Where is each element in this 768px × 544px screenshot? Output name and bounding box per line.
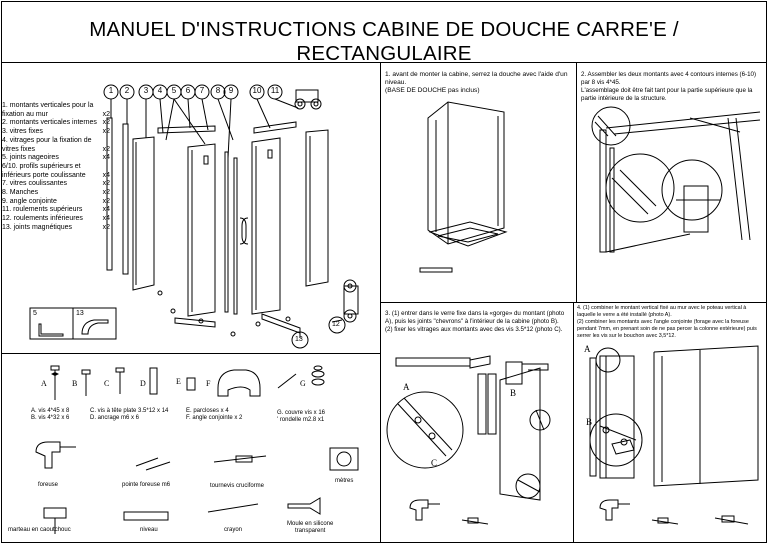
step-divider-bottom bbox=[573, 302, 574, 542]
part-quantity: x4 bbox=[102, 171, 110, 179]
part-number-label: 7 bbox=[199, 86, 205, 95]
part-quantity: x4 bbox=[102, 154, 110, 162]
mid-divider-left bbox=[1, 353, 381, 354]
part-label: 13. joints magnétiques bbox=[2, 223, 73, 231]
part-number-label: 6 bbox=[185, 86, 191, 95]
part-quantity: x2 bbox=[102, 197, 110, 205]
part-quantity: x2 bbox=[102, 145, 110, 153]
hardware-cd-label: C. vis à tête plate 3.5*12 x 14 D. ancra… bbox=[90, 408, 169, 421]
part-quantity: x2 bbox=[102, 128, 110, 136]
callout-12: 12 bbox=[332, 321, 340, 328]
part-quantity: x2 bbox=[102, 110, 110, 118]
title-divider bbox=[1, 62, 766, 63]
part-quantity: x2 bbox=[102, 223, 110, 231]
part-label: 9. angle conjointe bbox=[2, 197, 57, 205]
part-label: 6/10. profils supérieurs et inférieurs p… bbox=[2, 162, 86, 179]
part-quantity: x2 bbox=[102, 189, 110, 197]
part-number-label: 8 bbox=[215, 86, 221, 95]
page-title: MANUEL D'INSTRUCTIONS CABINE DE DOUCHE C… bbox=[89, 18, 679, 65]
parts-list-item: 4. vitrages pour la fixation de vitres f… bbox=[2, 137, 110, 154]
tool-tournevis: tournevis cruciforme bbox=[210, 483, 265, 489]
parts-list-item: 6/10. profils supérieurs et inférieurs p… bbox=[2, 163, 110, 180]
part-label: 2. montants verticales internes bbox=[2, 119, 97, 127]
detail-label-5: 5 bbox=[33, 310, 37, 317]
part-number-label: 3 bbox=[143, 86, 149, 95]
part-number-label: 10 bbox=[252, 86, 262, 95]
step-4-photo-a: A bbox=[584, 344, 591, 354]
parts-list-item: 9. angle conjointe x2 bbox=[2, 198, 110, 207]
part-quantity: x4 bbox=[102, 215, 110, 223]
tool-foreuse: foreuse bbox=[38, 482, 59, 488]
hardware-g-label: G. couvre vis x 16 ' rondelle m2.8 x1 bbox=[277, 410, 326, 423]
tool-pointe-foreuse: pointe foreuse m6 bbox=[122, 482, 171, 488]
callout-13: 13 bbox=[295, 336, 303, 343]
step-4-photo-b: B bbox=[586, 417, 593, 427]
part-quantity: x2 bbox=[102, 119, 110, 127]
step-3-photo-b: B bbox=[510, 388, 517, 398]
part-label: 12. roulements inférieures bbox=[2, 215, 83, 223]
hardware-letter: B bbox=[72, 379, 78, 388]
tool-niveau: niveau bbox=[140, 527, 158, 533]
step-1-text: 1. avant de monter la cabine, serrez la … bbox=[385, 71, 568, 94]
step-3-text: 3. (1) entrer dans le verre fixe dans la… bbox=[385, 310, 565, 333]
step-divider-top bbox=[576, 62, 577, 302]
parts-list-item: 2. montants verticales internes x2 bbox=[2, 119, 110, 128]
step-3-photo-a: A bbox=[403, 382, 410, 392]
step-2-text: 2. Assembler les deux montants avec 4 co… bbox=[581, 71, 757, 102]
hardware-ef-label: E. parcloses x 4 F. angle conjointe x 2 bbox=[186, 408, 243, 421]
part-number-label: 9 bbox=[228, 86, 234, 95]
part-number-label: 2 bbox=[124, 86, 130, 95]
parts-list: 1. montants verticales pour la fixation … bbox=[2, 102, 110, 233]
part-label: 4. vitrages pour la fixation de vitres f… bbox=[2, 136, 92, 153]
part-quantity: x4 bbox=[102, 206, 110, 214]
tool-metres: mètres bbox=[335, 478, 354, 484]
parts-list-item: 1. montants verticales pour la fixation … bbox=[2, 102, 110, 119]
parts-list-item: 5. joints nageoires x4 bbox=[2, 154, 110, 163]
part-label: 7. vitres coulissantes bbox=[2, 180, 67, 188]
hardware-letter: A bbox=[41, 379, 47, 388]
part-number-label: 5 bbox=[171, 86, 177, 95]
tool-crayon: crayon bbox=[224, 527, 243, 533]
parts-list-item: 8. Manches x2 bbox=[2, 189, 110, 198]
part-label: 11. roulements supérieurs bbox=[2, 206, 83, 214]
part-label: 5. joints nageoires bbox=[2, 154, 59, 162]
part-number-label: 4 bbox=[157, 86, 163, 95]
tool-silicone: Moule en silicone transparent bbox=[287, 521, 334, 534]
hardware-letter: G bbox=[300, 379, 306, 388]
parts-list-item: 12. roulements inférieures x4 bbox=[2, 215, 110, 224]
detail-label-13: 13 bbox=[76, 310, 84, 317]
hardware-ab-label: A. vis 4*45 x 8 B. vis 4*32 x 6 bbox=[31, 408, 70, 421]
step-3-photo-c: C bbox=[431, 458, 438, 468]
part-number-label: 11 bbox=[270, 86, 280, 95]
part-label: 3. vitres fixes bbox=[2, 128, 43, 136]
parts-list-item: 7. vitres coulissantes x2 bbox=[2, 180, 110, 189]
part-label: 8. Manches bbox=[2, 189, 39, 197]
hardware-letter: C bbox=[104, 379, 110, 388]
hardware-letter: F bbox=[206, 379, 211, 388]
part-quantity: x2 bbox=[102, 180, 110, 188]
parts-list-item: 11. roulements supérieurs x4 bbox=[2, 206, 110, 215]
hardware-letter: E bbox=[176, 377, 181, 386]
part-label: 1. montants verticales pour la fixation … bbox=[2, 102, 94, 118]
parts-list-item: 13. joints magnétiques x2 bbox=[2, 224, 110, 233]
tool-marteau: marteau en caoutchouc bbox=[8, 527, 71, 533]
part-number-label: 1 bbox=[108, 86, 114, 95]
hardware-letter: D bbox=[140, 379, 146, 388]
step-4-text: 4. (1) combiner le montant vertical fixé… bbox=[577, 305, 757, 339]
parts-list-item: 3. vitres fixes x2 bbox=[2, 128, 110, 137]
